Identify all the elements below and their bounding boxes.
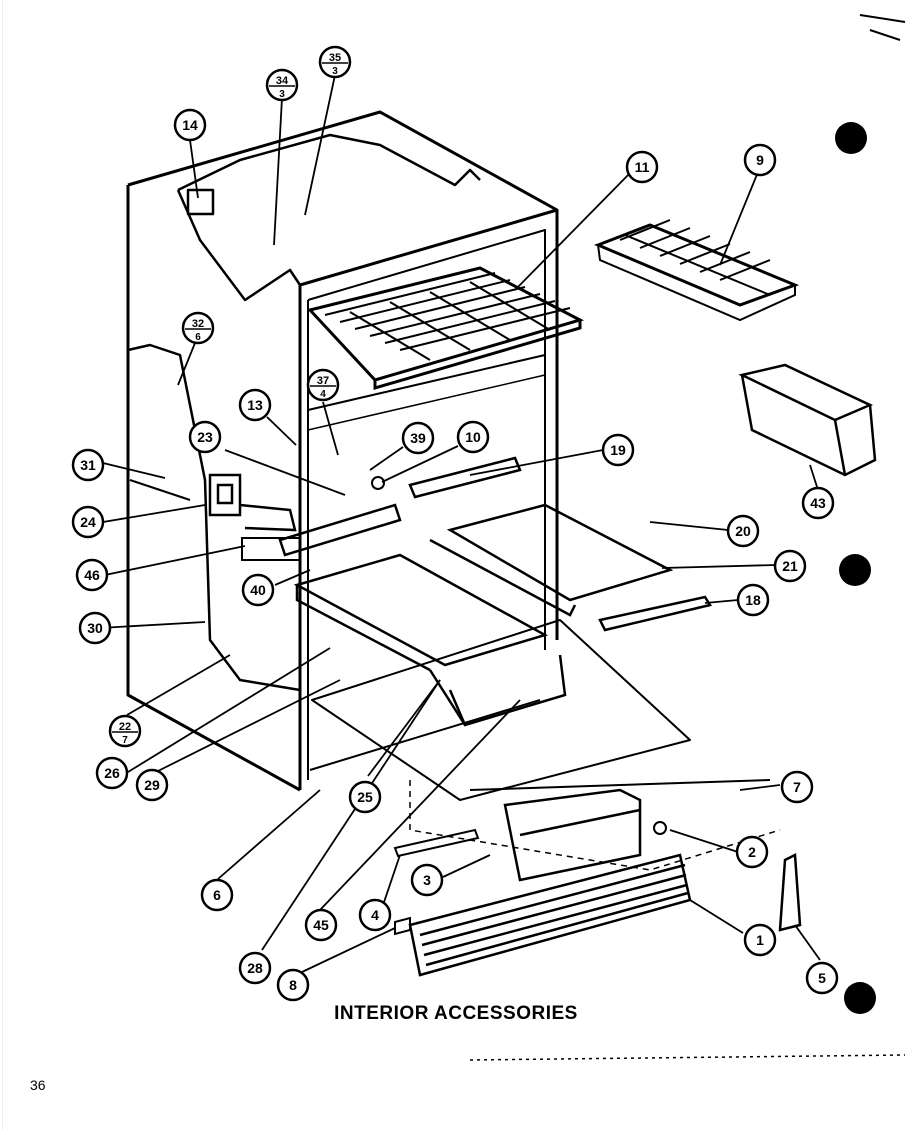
callout-31: 31 bbox=[71, 448, 105, 482]
callout-6: 6 bbox=[200, 878, 234, 912]
callout-22-label: 22 bbox=[119, 721, 131, 733]
callout-23: 23 bbox=[188, 420, 222, 454]
callout-28: 28 bbox=[238, 951, 272, 985]
callout-13-label: 13 bbox=[247, 397, 263, 413]
callout-14: 14 bbox=[173, 108, 207, 142]
ice-tray-9 bbox=[593, 219, 800, 322]
callout-30-label: 30 bbox=[87, 620, 103, 636]
callout-31-label: 31 bbox=[80, 457, 96, 473]
callout-29: 29 bbox=[135, 768, 169, 802]
callout-34-3: 343 bbox=[265, 68, 299, 102]
control-bracket-24 bbox=[208, 473, 297, 532]
callout-40: 40 bbox=[241, 573, 275, 607]
callout-24-label: 24 bbox=[80, 514, 96, 530]
cabinet bbox=[126, 110, 781, 871]
callout-14-label: 14 bbox=[182, 117, 198, 133]
callout-9-label: 9 bbox=[756, 152, 764, 168]
callout-24: 24 bbox=[71, 505, 105, 539]
callout-8: 8 bbox=[276, 968, 310, 1002]
callout-18: 18 bbox=[736, 583, 770, 617]
glass-shelf-21 bbox=[278, 456, 712, 632]
callout-37-sub: 4 bbox=[320, 389, 326, 400]
callout-37-label: 37 bbox=[317, 375, 329, 387]
callout-45: 45 bbox=[304, 908, 338, 942]
callout-46-label: 46 bbox=[84, 567, 100, 583]
callout-5: 5 bbox=[805, 961, 839, 995]
callout-32-label: 32 bbox=[192, 318, 204, 330]
leveling-leg-5 bbox=[778, 853, 802, 932]
callout-11-label: 11 bbox=[635, 159, 650, 175]
callout-2-label: 2 bbox=[748, 844, 756, 860]
callout-46: 46 bbox=[75, 558, 109, 592]
callout-6-label: 6 bbox=[213, 887, 221, 903]
callout-1: 1 bbox=[743, 923, 777, 957]
callout-45-label: 45 bbox=[313, 917, 329, 933]
callout-40-label: 40 bbox=[250, 582, 266, 598]
callout-10: 10 bbox=[456, 420, 490, 454]
callout-22-7: 227 bbox=[108, 714, 142, 748]
crisper-assembly bbox=[293, 553, 642, 882]
callout-35-label: 35 bbox=[329, 52, 341, 64]
callout-25: 25 bbox=[348, 780, 382, 814]
callout-30: 30 bbox=[78, 611, 112, 645]
callout-37-4: 374 bbox=[306, 368, 340, 402]
callout-43: 43 bbox=[801, 486, 835, 520]
callout-39: 39 bbox=[401, 421, 435, 455]
roller-2 bbox=[653, 821, 667, 835]
wire-shelf-11 bbox=[307, 266, 585, 391]
callout-5-label: 5 bbox=[818, 970, 826, 986]
knob-10 bbox=[371, 476, 385, 490]
callout-29-label: 29 bbox=[144, 777, 160, 793]
callout-21-label: 21 bbox=[782, 558, 798, 574]
binder-hole-top bbox=[835, 122, 867, 154]
callout-21: 21 bbox=[773, 549, 807, 583]
callout-26-label: 26 bbox=[104, 765, 120, 781]
storage-bin-43 bbox=[738, 363, 877, 477]
callout-2: 2 bbox=[735, 835, 769, 869]
callout-26: 26 bbox=[95, 756, 129, 790]
callout-3-label: 3 bbox=[423, 872, 431, 888]
callout-20-label: 20 bbox=[735, 523, 751, 539]
callout-19: 19 bbox=[601, 433, 635, 467]
callout-18-label: 18 bbox=[745, 592, 761, 608]
leader-lines bbox=[99, 74, 821, 973]
callout-20: 20 bbox=[726, 514, 760, 548]
callout-7: 7 bbox=[780, 770, 814, 804]
callout-28-label: 28 bbox=[247, 960, 263, 976]
callout-10-label: 10 bbox=[465, 429, 481, 445]
callout-3: 3 bbox=[410, 863, 444, 897]
callout-19-label: 19 bbox=[610, 442, 626, 458]
callout-39-label: 39 bbox=[410, 430, 426, 446]
callout-11: 11 bbox=[625, 150, 659, 184]
callout-7-label: 7 bbox=[793, 779, 801, 795]
callout-25-label: 25 bbox=[357, 789, 373, 805]
callout-35-sub: 3 bbox=[332, 66, 338, 77]
callout-23-label: 23 bbox=[197, 429, 213, 445]
control-housing-46 bbox=[241, 537, 301, 561]
cover-4 bbox=[393, 828, 480, 858]
callout-35-3: 353 bbox=[318, 45, 352, 79]
callout-34-label: 34 bbox=[276, 75, 289, 87]
callout-1-label: 1 bbox=[756, 932, 764, 948]
page-number: 36 bbox=[30, 1077, 46, 1093]
callout-4: 4 bbox=[358, 898, 392, 932]
callout-9: 9 bbox=[743, 143, 777, 177]
binder-hole-bottom bbox=[844, 982, 876, 1014]
callout-13: 13 bbox=[238, 388, 272, 422]
binder-hole-middle bbox=[839, 554, 871, 586]
callout-32-6: 326 bbox=[181, 311, 215, 345]
callout-4-label: 4 bbox=[371, 907, 379, 923]
callout-8-label: 8 bbox=[289, 977, 297, 993]
callout-32-sub: 6 bbox=[195, 332, 201, 343]
diagram-caption: INTERIOR ACCESSORIES bbox=[334, 1003, 578, 1024]
callout-34-sub: 3 bbox=[279, 89, 285, 100]
callout-43-label: 43 bbox=[810, 495, 826, 511]
callout-22-sub: 7 bbox=[122, 735, 128, 746]
screw-8 bbox=[394, 916, 411, 936]
